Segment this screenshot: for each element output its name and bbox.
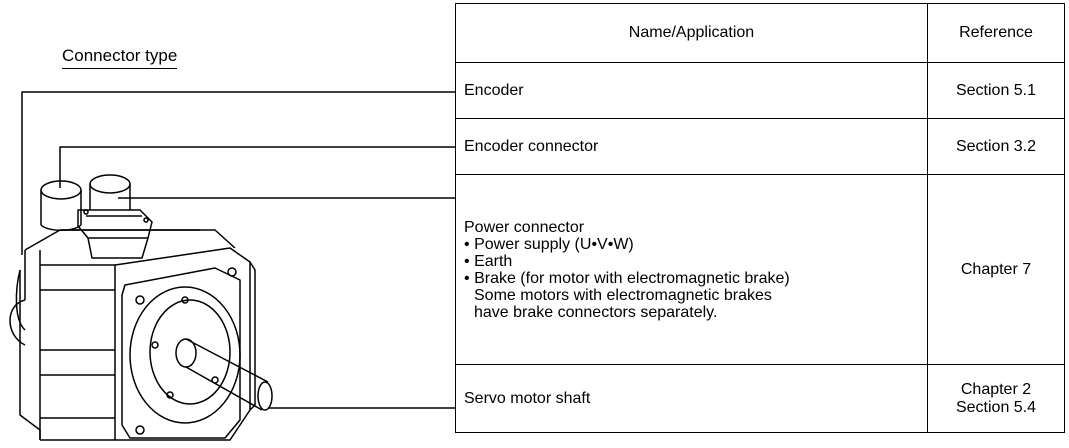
motor-body [9,174,273,441]
reference-line: Chapter 2 [960,380,1032,398]
connector-type-caption: Connector type [62,46,178,69]
reference-line: Section 5.4 [955,398,1037,416]
bullet-glyph: • [464,269,470,287]
bullet-item-earth: • Earth [464,253,919,270]
table-row-servo-motor-shaft: Servo motor shaft Chapter 2 Section 5.4 [455,364,1065,433]
bullet-glyph: • [464,252,470,270]
row-shaft-name: Servo motor shaft [455,364,928,433]
bullet-item-brake: • Brake (for motor with electromagnetic … [464,270,919,287]
bullet-text: Brake (for motor with electromagnetic br… [474,269,790,287]
row-encoder-connector-name: Encoder connector [455,118,928,175]
table-row-encoder: Encoder Section 5.1 [455,62,1065,119]
row-encoder-connector-reference: Section 3.2 [927,118,1065,175]
row-encoder-reference: Section 5.1 [927,62,1065,119]
bullet-text: Earth [474,252,513,270]
table-header-row: Name/Application Reference [455,3,1065,63]
row-encoder-name: Encoder [455,62,928,119]
row-power-connector-name: Power connector • Power supply (U•V•W) •… [455,174,928,365]
table-row-encoder-connector: Encoder connector Section 3.2 [455,118,1065,175]
bullet-item-power-supply: • Power supply (U•V•W) [464,236,919,253]
bullet-glyph: • [464,235,470,253]
leader-encoder-connector [59,146,455,188]
leader-encoder [21,91,455,255]
note-line: Some motors with electromagnetic brakes [474,286,772,304]
bullet-text: Power supply (U•V•W) [474,235,634,253]
header-reference: Reference [927,3,1065,63]
parts-table: Name/Application Reference Encoder Secti… [455,3,1065,433]
leader-lines [21,91,455,409]
row-power-connector-reference: Chapter 7 [927,174,1065,365]
note-line: have brake connectors separately. [474,303,718,321]
table-row-power-connector: Power connector • Power supply (U•V•W) •… [455,174,1065,365]
power-connector-title: Power connector [464,218,585,236]
header-name-application: Name/Application [455,3,928,63]
row-shaft-reference: Chapter 2 Section 5.4 [927,364,1065,433]
